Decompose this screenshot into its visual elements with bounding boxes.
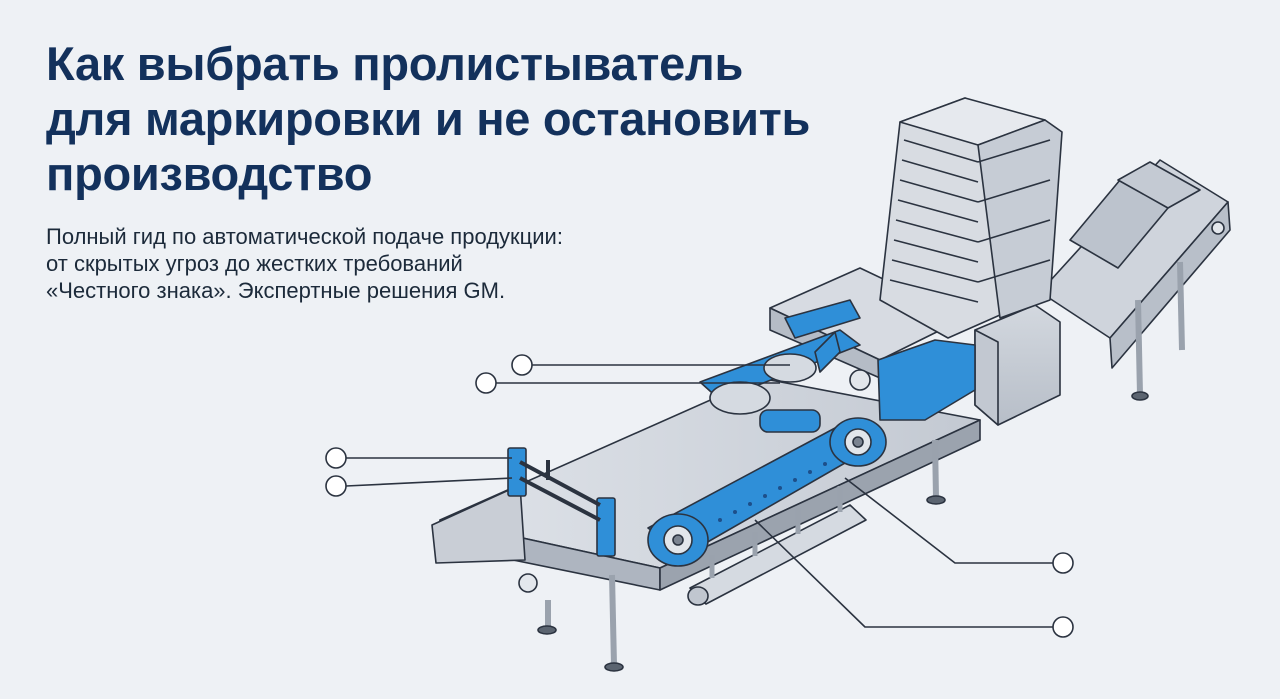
callout-markers (325, 354, 1074, 638)
page-title: Как выбрать пролистыватель для маркировк… (46, 36, 926, 201)
sensor-bracket (507, 447, 616, 557)
title-block: Как выбрать пролистыватель для маркировк… (46, 36, 926, 304)
title-line-3: производство (46, 147, 373, 200)
subtitle-line-1: Полный гид по автоматической подаче прод… (46, 224, 563, 249)
title-line-1: Как выбрать пролистыватель (46, 37, 744, 90)
carton-stack (879, 97, 1063, 339)
subtitle-line-3: «Честного знака». Экспертные решения GM. (46, 278, 506, 303)
feed-rollers (709, 353, 871, 433)
callout-5 (844, 477, 1074, 574)
callout-2 (475, 372, 780, 394)
vacuum-manifold (687, 486, 867, 606)
callout-3 (325, 447, 512, 469)
title-line-2: для маркировки и не остановить (46, 92, 811, 145)
output-conveyor (1039, 159, 1231, 401)
callout-1 (511, 354, 790, 376)
callout-6 (754, 519, 1074, 638)
subtitle-line-2: от скрытых угроз до жестких требований (46, 251, 463, 276)
callout-4 (325, 475, 513, 497)
vacuum-belt (647, 417, 887, 567)
page-subtitle: Полный гид по автоматической подаче прод… (46, 223, 926, 304)
